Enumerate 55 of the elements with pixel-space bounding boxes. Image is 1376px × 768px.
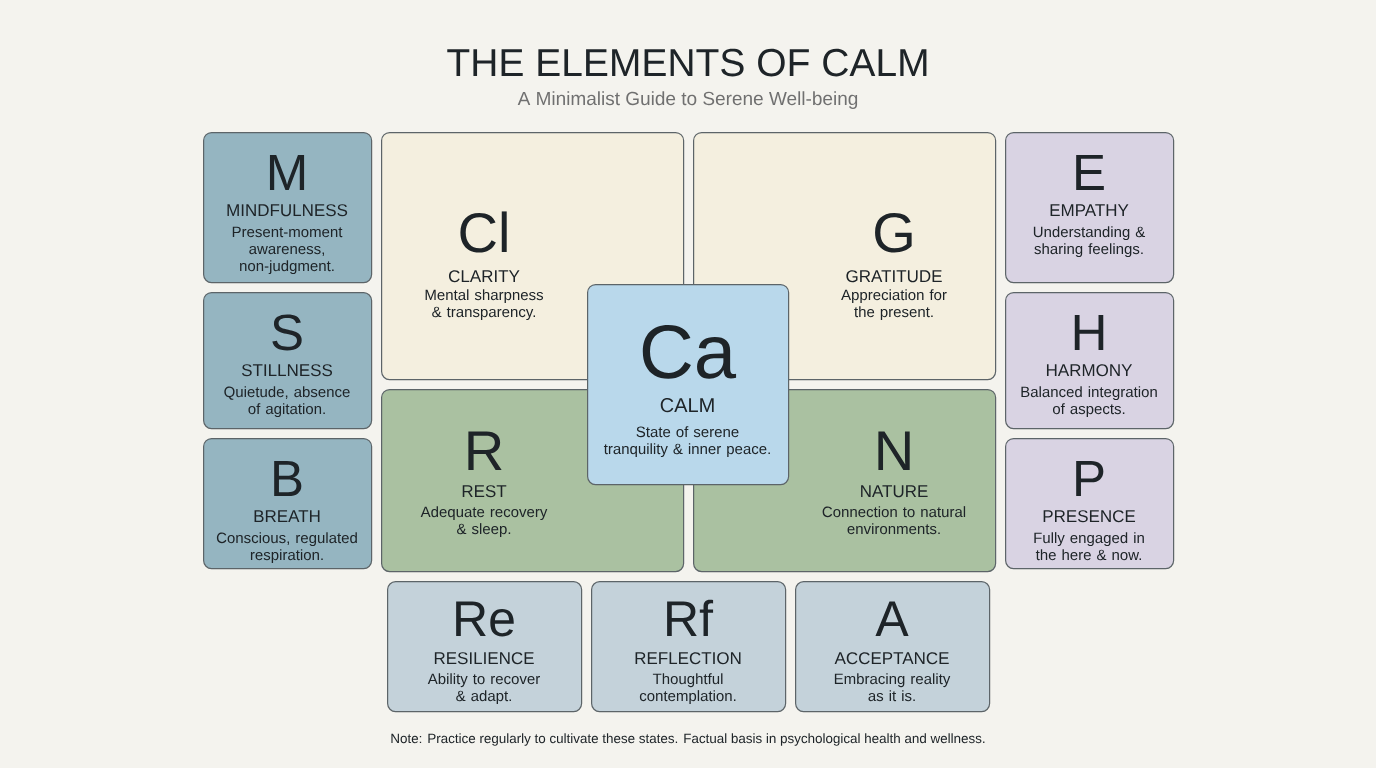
element-name: PRESENCE	[1043, 510, 1136, 523]
title: THE ELEMENTS OF CALM	[447, 48, 927, 77]
element-name: REST	[462, 485, 507, 498]
element-symbol: R	[468, 431, 502, 470]
element-description: Quietude, absence of agitation.	[224, 386, 350, 418]
element-description: Appreciation for the present.	[841, 289, 947, 321]
element-symbol: H	[1074, 314, 1104, 350]
element-symbol: Re	[456, 601, 514, 637]
element-tile	[203, 438, 373, 570]
element-symbol: N	[878, 431, 910, 470]
element-name: CALM	[660, 398, 714, 413]
element-symbol: M	[269, 154, 305, 190]
element-tile	[1005, 292, 1175, 430]
element-description: Mental sharpness & transparency.	[425, 289, 544, 321]
element-symbol: S	[272, 314, 302, 351]
element-tile	[587, 284, 790, 486]
element-description: Fully engaged in the here & now.	[1034, 532, 1144, 561]
element-tile	[203, 132, 373, 284]
element-name: REFLECTION	[635, 652, 741, 665]
element-name: ACCEPTANCE	[834, 652, 949, 665]
element-description: Embracing reality as it is.	[834, 673, 951, 702]
element-tile	[387, 581, 583, 713]
element-description: Thoughtful contemplation.	[639, 673, 736, 705]
element-description: Connection to natural environments.	[822, 506, 966, 535]
element-description: Ability to recover & adapt.	[427, 673, 540, 705]
element-name: EMPATHY	[1050, 204, 1129, 216]
element-symbol: G	[875, 212, 912, 253]
element-description: State of serene tranquility & inner peace.	[603, 426, 770, 458]
element-symbol: E	[1076, 154, 1104, 190]
footnote: Note: Practice regularly to cultivate these states. Factual basis in psychological health and wellness.	[391, 733, 985, 746]
element-symbol: A	[875, 601, 909, 636]
element-name: NATURE	[861, 485, 928, 498]
element-tile	[795, 581, 991, 713]
element-tile	[1005, 132, 1175, 284]
element-description: Adequate recovery & sleep.	[420, 506, 548, 538]
element-symbol: Cl	[460, 211, 507, 253]
element-description: Balanced integration of aspects.	[1021, 386, 1157, 418]
element-description: Present-moment awareness, non-judgment.	[232, 226, 343, 275]
element-name: CLARITY	[448, 270, 520, 283]
element-symbol: Rf	[667, 599, 714, 636]
element-tile	[203, 292, 373, 430]
subtitle: A Minimalist Guide to Serene Well-being	[517, 91, 858, 109]
element-description: Understanding & sharing feelings.	[1033, 226, 1146, 258]
element-description: Conscious, regulated respiration.	[216, 532, 357, 564]
element-name: HARMONY	[1046, 364, 1133, 377]
element-symbol: P	[1076, 460, 1104, 496]
element-symbol: B	[274, 460, 302, 496]
element-name: GRATITUDE	[846, 270, 942, 283]
element-name: RESILIENCE	[434, 652, 534, 665]
element-tile	[1005, 438, 1175, 570]
element-tile	[591, 581, 787, 713]
element-symbol: Ca	[642, 324, 737, 379]
element-name: MINDFULNESS	[227, 204, 348, 217]
element-name: STILLNESS	[241, 364, 333, 377]
element-name: BREATH	[254, 510, 320, 522]
